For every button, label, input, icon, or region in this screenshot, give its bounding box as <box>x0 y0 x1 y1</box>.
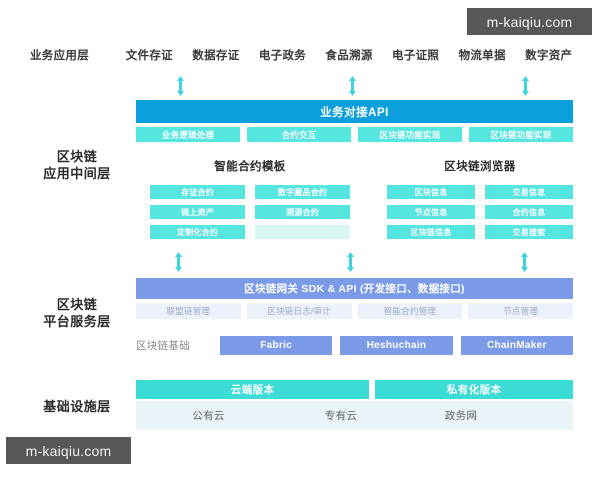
api-chip-blockchain-function-2: 区块链功能实现 <box>469 127 573 142</box>
business-api-bar: 业务对接API <box>136 100 573 123</box>
base-chain-heshuchain: Heshuchain <box>340 336 453 355</box>
contract-chip-on-chain-asset: 链上资产 <box>150 205 245 219</box>
api-chip-row: 业务逻辑处理 合约交互 区块链功能实现 区块链功能实现 <box>136 127 573 142</box>
double-arrow-icon <box>521 76 530 96</box>
management-chip-consortium-chain: 联盟链管理 <box>136 303 241 319</box>
layer-label-middleware-line2: 应用中间层 <box>43 166 111 181</box>
smart-contract-template-title: 智能合约模板 <box>214 161 286 173</box>
app-item-data-evidence: 数据存证 <box>192 50 240 62</box>
base-chain-fabric: Fabric <box>220 336 333 355</box>
contract-chip-evidence: 存证合约 <box>150 185 245 199</box>
blockchain-gateway-bar: 区块链网关 SDK & API (开发接口、数据接口) <box>136 278 573 299</box>
infrastructure-body-row: 公有云 专有云 政务网 <box>136 401 573 430</box>
app-item-digital-assets: 数字资产 <box>525 50 573 62</box>
infra-cell-dedicated-cloud: 专有云 <box>324 410 358 422</box>
app-item-file-evidence: 文件存证 <box>125 50 173 62</box>
api-chip-contract-interaction: 合约交互 <box>247 127 351 142</box>
base-chain-chainmaker: ChainMaker <box>460 336 573 355</box>
management-chip-log-audit: 区块链日志/审计 <box>246 303 352 319</box>
watermark-top: m-kaiqiu.com <box>467 8 592 35</box>
layer-label-infrastructure: 基础设施层 <box>22 398 132 415</box>
layer-label-platform-line1: 区块链 <box>56 297 98 312</box>
layer-label-platform-line2: 平台服务层 <box>43 314 111 329</box>
contract-chip-digital-collectible: 数字藏品合约 <box>255 185 350 199</box>
layer-label-middleware: 区块链 应用中间层 <box>22 148 132 182</box>
blockchain-gateway-bar-label: 区块链网关 SDK & API (开发接口、数据接口) <box>244 283 465 295</box>
business-api-bar-label: 业务对接API <box>320 106 389 119</box>
application-layer-label: 业务应用层 <box>30 50 89 62</box>
management-chip-smart-contract: 智能合约管理 <box>357 303 463 319</box>
infra-header-private-edition: 私有化版本 <box>375 380 573 399</box>
explorer-chip-contract-info: 合约信息 <box>485 205 573 219</box>
blockchain-base-row: 区块链基础 Fabric Heshuchain ChainMaker <box>136 336 573 355</box>
api-chip-business-logic: 业务逻辑处理 <box>136 127 240 142</box>
explorer-chip-transaction-info: 交易信息 <box>485 185 573 199</box>
infra-cell-government-network: 政务网 <box>444 410 478 422</box>
management-chip-node: 节点管理 <box>468 303 573 319</box>
app-item-e-government: 电子政务 <box>258 50 307 62</box>
blockchain-explorer-panel: 区块链浏览器 区块信息 交易信息 节点信息 合约信息 区块链信息 交易搜索 <box>387 158 573 239</box>
app-item-e-license: 电子证照 <box>392 50 440 62</box>
layer-label-platform: 区块链 平台服务层 <box>22 296 132 330</box>
blockchain-base-label: 区块链基础 <box>136 340 190 352</box>
double-arrow-icon <box>346 252 355 272</box>
smart-contract-template-panel: 智能合约模板 存证合约 数字藏品合约 链上资产 溯源合约 定制化合约 <box>150 158 350 239</box>
contract-chip-traceability: 溯源合约 <box>255 205 350 219</box>
infra-header-cloud-edition: 云端版本 <box>136 380 370 399</box>
contract-chip-placeholder <box>255 225 350 239</box>
watermark-bottom: m-kaiqiu.com <box>6 437 131 464</box>
api-chip-blockchain-function-1: 区块链功能实现 <box>358 127 462 142</box>
double-arrow-icon <box>176 76 185 96</box>
blockchain-explorer-chip-grid: 区块信息 交易信息 节点信息 合约信息 区块链信息 交易搜索 <box>387 185 573 239</box>
watermark-bottom-text: m-kaiqiu.com <box>25 442 112 459</box>
layer-label-middleware-line1: 区块链 <box>56 149 98 164</box>
explorer-chip-block-info: 区块信息 <box>387 185 475 199</box>
explorer-chip-node-info: 节点信息 <box>387 205 475 219</box>
layer-label-infrastructure-line1: 基础设施层 <box>43 399 111 414</box>
double-arrow-icon <box>348 76 357 96</box>
app-item-food-traceability: 食品溯源 <box>325 50 373 62</box>
smart-contract-chip-grid: 存证合约 数字藏品合约 链上资产 溯源合约 定制化合约 <box>150 185 350 239</box>
infra-cell-public-cloud: 公有云 <box>192 410 225 422</box>
explorer-chip-transaction-search: 交易搜索 <box>485 225 573 239</box>
platform-management-chip-row: 联盟链管理 区块链日志/审计 智能合约管理 节点管理 <box>136 303 573 319</box>
infrastructure-header-row: 云端版本 私有化版本 <box>136 380 573 399</box>
double-arrow-icon <box>174 252 183 272</box>
blockchain-explorer-title: 区块链浏览器 <box>444 161 516 173</box>
watermark-top-text: m-kaiqiu.com <box>486 13 573 30</box>
application-layer-row: 业务应用层 文件存证 数据存证 电子政务 食品溯源 电子证照 物流单据 数字资产 <box>30 46 582 64</box>
contract-chip-custom: 定制化合约 <box>150 225 245 239</box>
app-item-logistics-documents: 物流单据 <box>458 50 506 62</box>
double-arrow-icon <box>520 252 529 272</box>
explorer-chip-chain-info: 区块链信息 <box>387 225 475 239</box>
